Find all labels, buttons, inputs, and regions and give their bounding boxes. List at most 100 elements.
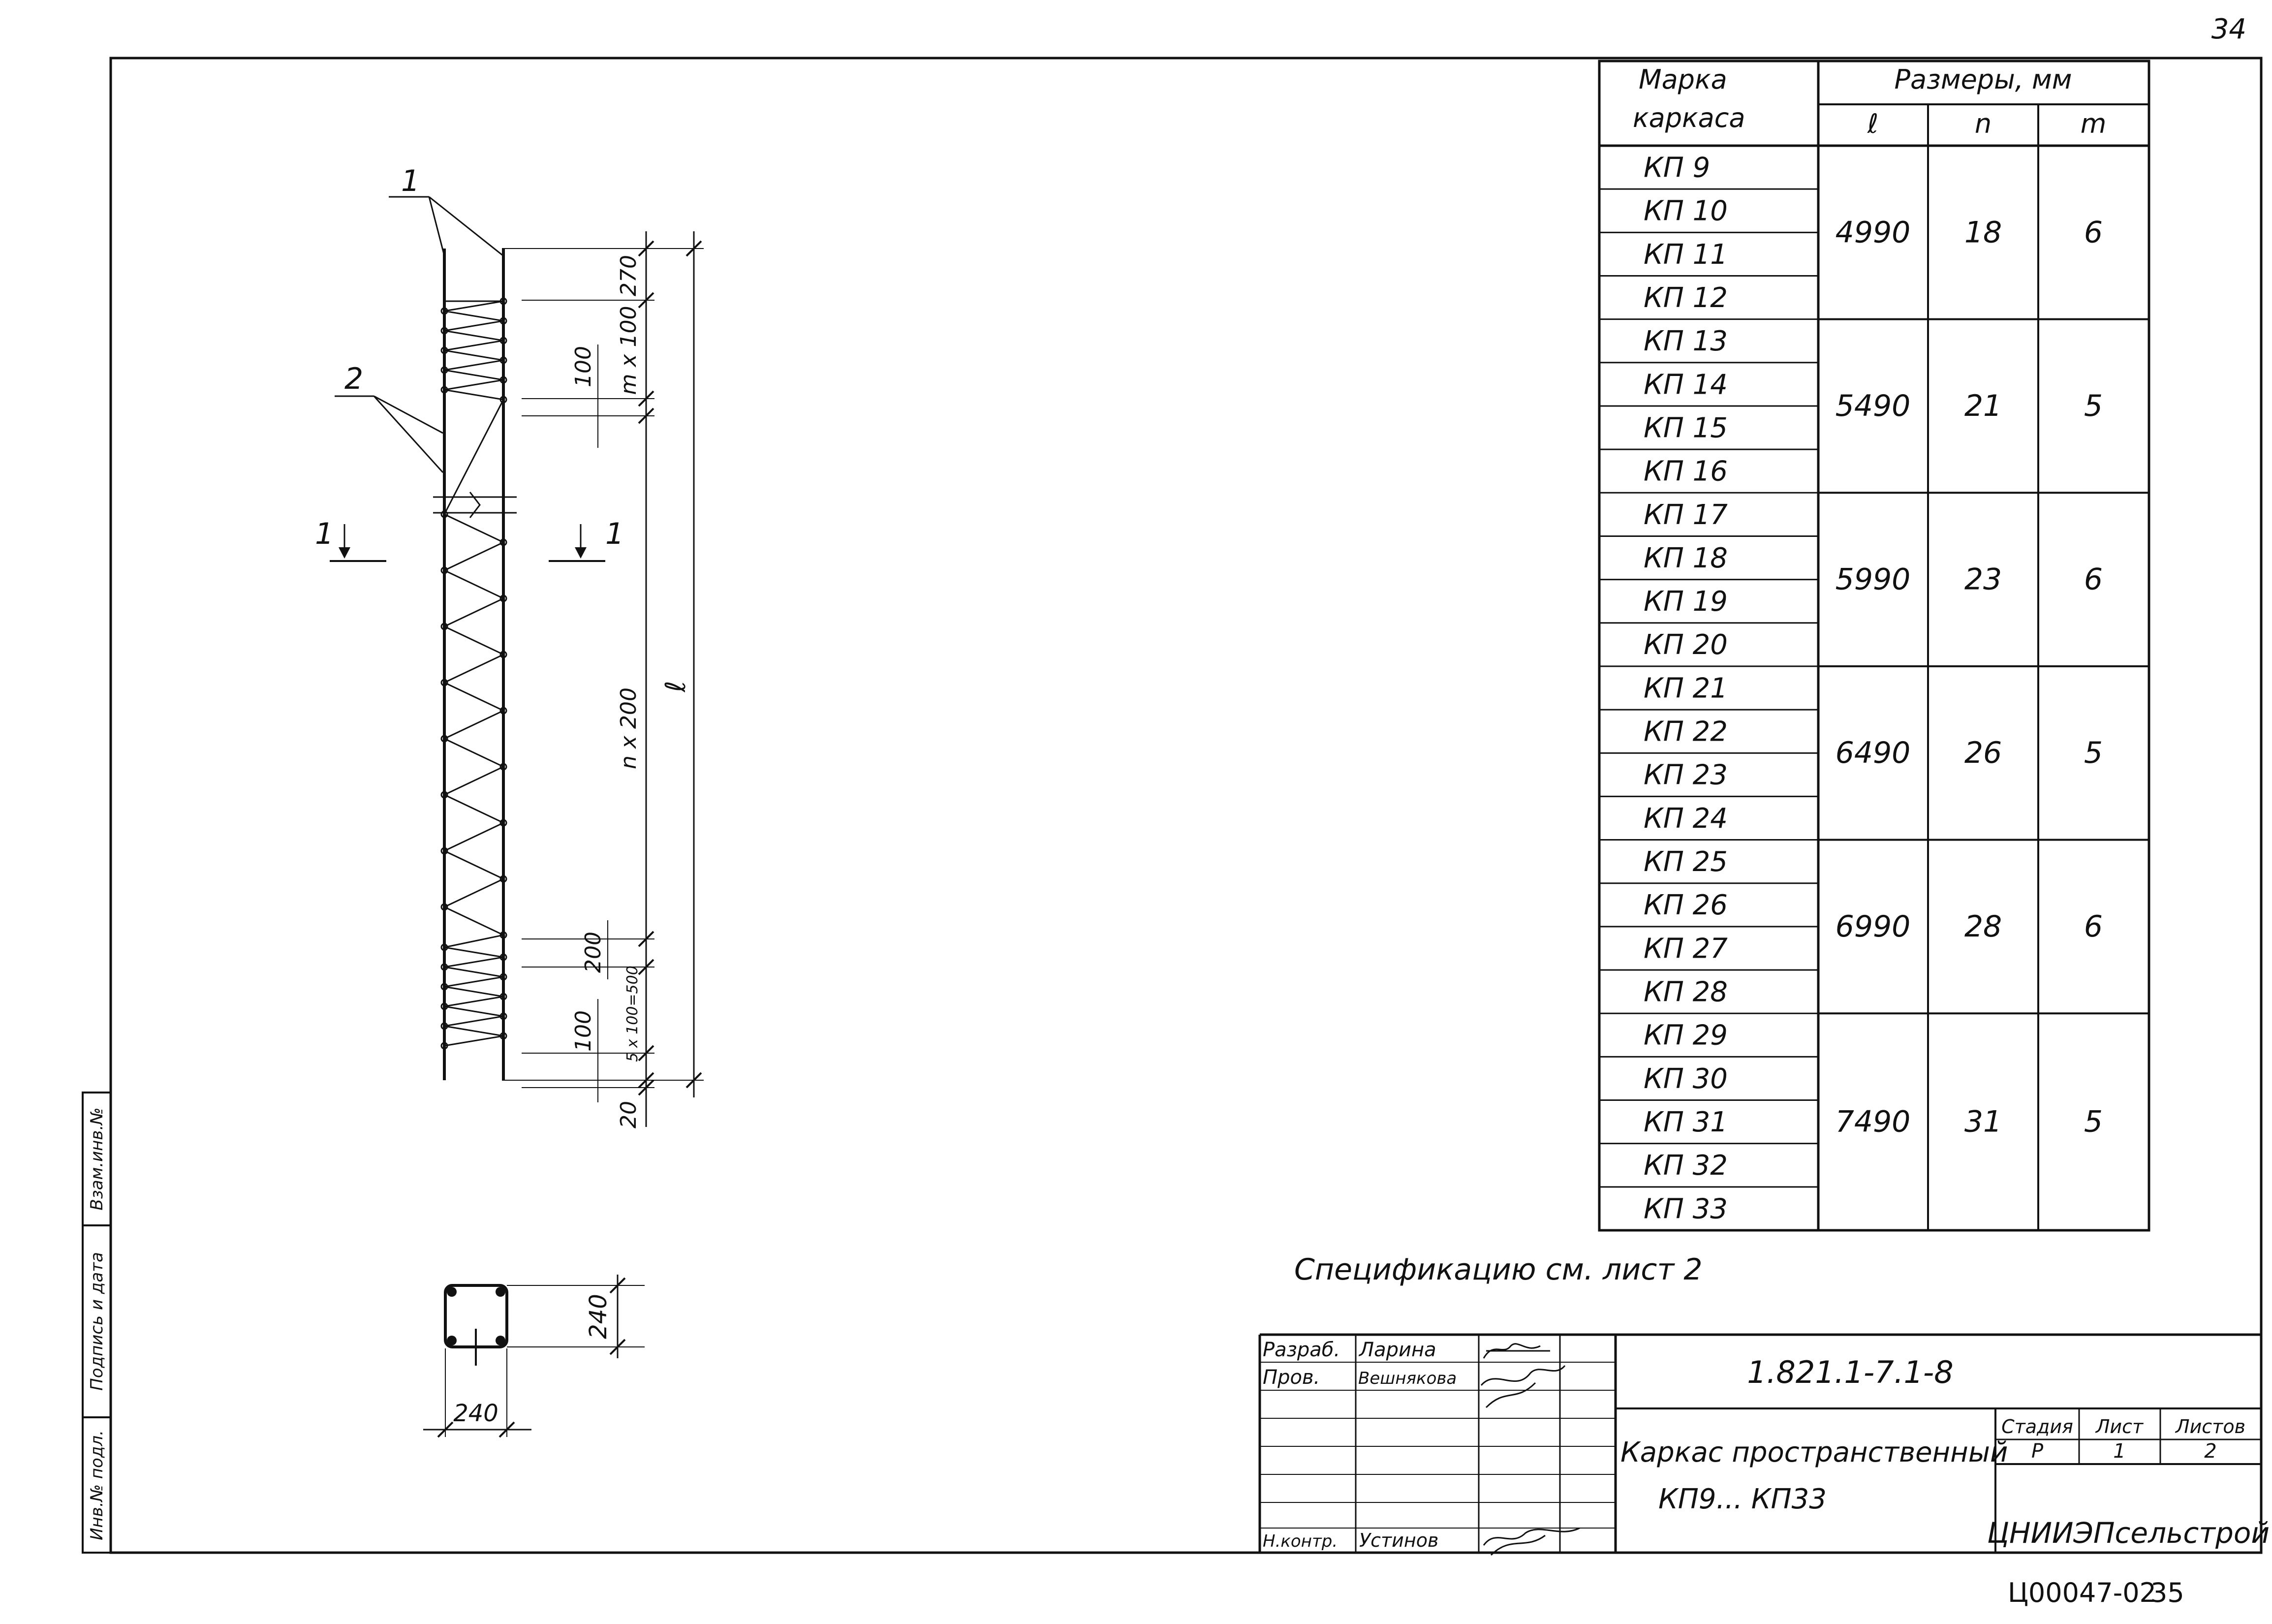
frame-elevation (433, 249, 517, 1080)
spiral-contact-point (440, 623, 448, 630)
size-n-cell: 21 (1964, 389, 2002, 423)
spiral-contact-point (499, 763, 507, 771)
dim-270: 270 (616, 255, 641, 296)
size-l-cell: 5490 (1836, 389, 1911, 423)
size-m-cell: 5 (2084, 736, 2103, 770)
header-m: m (2081, 108, 2107, 139)
mark-cell: КП 16 (1644, 456, 1728, 488)
dim-100-bottom: 100 (571, 1010, 596, 1052)
spiral-contact-point (440, 791, 448, 799)
section-mark-right: 1 (605, 517, 624, 551)
mark-cell: КП 31 (1644, 1106, 1728, 1138)
spiral-contact-point (499, 297, 507, 305)
spiral-contact-point (440, 1002, 448, 1010)
mark-cell: КП 10 (1644, 195, 1728, 227)
spiral-contact-point (440, 903, 448, 911)
section-dim-height: 240 (585, 1294, 612, 1339)
archive-page: 35 (2150, 1577, 2184, 1608)
spiral-contact-point (499, 376, 507, 384)
mark-cell: КП 25 (1644, 846, 1728, 878)
spiral-reinforcement (442, 300, 506, 1047)
role-developer: Разраб. (1263, 1339, 1340, 1361)
spiral-contact-point (440, 510, 448, 518)
signature-norm-control (1483, 1527, 1580, 1556)
spiral-contact-point (499, 993, 507, 1000)
dim-5x100: 5 x 100=500 (624, 966, 641, 1062)
size-l-cell: 5990 (1836, 562, 1911, 597)
side-stamp-swap: Взам.инв.№ (87, 1107, 107, 1210)
mark-cell: КП 28 (1644, 976, 1728, 1008)
spiral-contact-point (499, 1032, 507, 1040)
mark-cell: КП 14 (1644, 369, 1728, 401)
document-code: 1.821.1-7.1-8 (1747, 1354, 1953, 1390)
mark-cell: КП 29 (1644, 1020, 1728, 1052)
position-label-1: 1 (401, 164, 420, 198)
spiral-contact-point (499, 396, 507, 404)
mark-cell: КП 13 (1644, 325, 1728, 357)
spiral-contact-point (440, 983, 448, 991)
mark-cell: КП 18 (1644, 542, 1728, 574)
side-stamp-inv: Инв.№ подл. (87, 1430, 107, 1540)
mark-cell: КП 23 (1644, 759, 1728, 791)
size-m-cell: 5 (2084, 1105, 2103, 1139)
spiral-contact-point (440, 327, 448, 335)
spiral-contact-point (440, 307, 448, 315)
mark-cell: КП 17 (1644, 499, 1728, 531)
spiral-contact-point (499, 1012, 507, 1020)
side-stamp: Взам.инв.№ Подпись и дата Инв.№ подл. (82, 1092, 112, 1554)
section-mark-left: 1 (315, 517, 334, 551)
spiral-contact-point (440, 963, 448, 971)
size-m-cell: 6 (2084, 215, 2103, 250)
mark-cell: КП 26 (1644, 889, 1728, 921)
signature-developer (1483, 1343, 1550, 1359)
mark-cell: КП 15 (1644, 412, 1728, 444)
size-n-cell: 18 (1964, 215, 2002, 250)
spiral-contact-point (499, 651, 507, 658)
stage-label: Стадия (2001, 1416, 2073, 1437)
spiral-contact-point (440, 735, 448, 743)
size-n-cell: 26 (1964, 736, 2002, 770)
header-n: n (1975, 108, 1992, 139)
header-l: ℓ (1867, 108, 1878, 139)
size-l-cell: 6990 (1836, 909, 1911, 944)
name-checker: Вешнякова (1358, 1369, 1457, 1388)
spiral-contact-point (499, 875, 507, 883)
specification-note: Спецификацию см. лист 2 (1294, 1252, 1703, 1287)
spiral-contact-point (440, 1022, 448, 1030)
size-m-cell: 5 (2084, 389, 2103, 423)
mark-cell: КП 9 (1644, 152, 1710, 184)
mark-cell: КП 33 (1644, 1193, 1728, 1225)
role-checker: Пров. (1263, 1366, 1320, 1389)
name-developer: Ларина (1358, 1339, 1436, 1361)
side-stamp-sign: Подпись и дата (87, 1252, 107, 1391)
name-norm-control: Устинов (1359, 1530, 1438, 1551)
sheet-frame (109, 57, 2263, 1554)
sheet-label: Лист (2095, 1416, 2144, 1437)
sizes-table: Марка каркаса Размеры, мм ℓ n m КП 9КП 1… (1598, 60, 2150, 1232)
mark-cell: КП 19 (1644, 586, 1728, 618)
spiral-contact-point (440, 943, 448, 951)
mark-cell: КП 20 (1644, 629, 1728, 661)
stage-value: Р (2031, 1440, 2044, 1463)
spiral-contact-point (499, 819, 507, 827)
spiral-contact-point (499, 538, 507, 546)
mark-cell: КП 12 (1644, 282, 1728, 314)
mark-cell: КП 27 (1644, 933, 1728, 965)
spiral-contact-point (440, 386, 448, 394)
size-n-cell: 28 (1964, 909, 2002, 944)
spiral-contact-point (499, 931, 507, 939)
position-callouts: 1 2 (335, 164, 504, 473)
spiral-contact-point (440, 346, 448, 354)
header-sizes: Размеры, мм (1894, 64, 2072, 95)
size-l-cell: 4990 (1836, 215, 1911, 250)
mark-cell: КП 30 (1644, 1063, 1728, 1095)
spiral-contact-point (499, 337, 507, 344)
dim-20: 20 (616, 1101, 641, 1128)
size-l-cell: 6490 (1836, 736, 1911, 770)
spiral-contact-point (440, 1042, 448, 1050)
size-n-cell: 23 (1964, 562, 2002, 597)
sheets-label: Листов (2175, 1416, 2245, 1437)
